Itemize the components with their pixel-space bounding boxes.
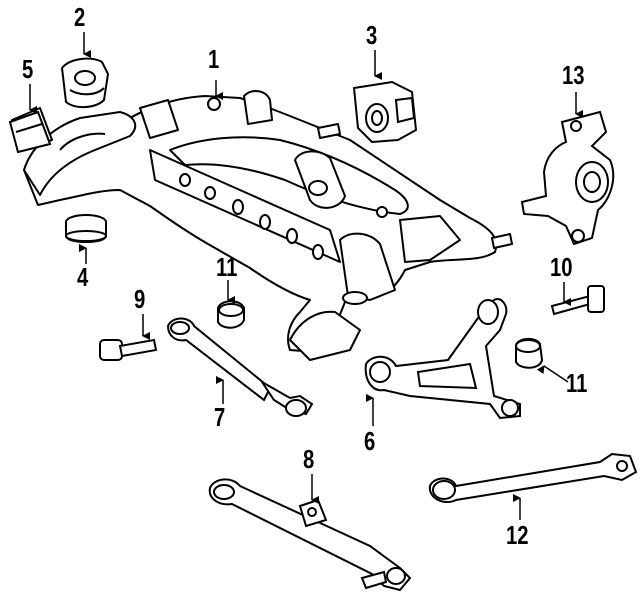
callout-7: 7 xyxy=(214,402,226,432)
callout-9: 9 xyxy=(134,284,146,314)
part-4-bumper xyxy=(65,214,107,243)
callout-11-right: 11 xyxy=(566,368,588,398)
part-8-trailing-arm xyxy=(208,478,412,592)
callout-4: 4 xyxy=(77,262,89,292)
callout-10: 10 xyxy=(550,252,573,282)
callout-5: 5 xyxy=(22,54,34,84)
callout-3: 3 xyxy=(366,20,378,50)
part-3-bracket xyxy=(352,80,418,144)
part-12-link xyxy=(428,452,638,504)
callout-13: 13 xyxy=(562,60,585,90)
part-11-bushing-left xyxy=(217,300,245,329)
part-10-bolt xyxy=(550,285,605,316)
callout-2: 2 xyxy=(74,2,86,32)
callout-6: 6 xyxy=(364,426,376,456)
part-5-pad xyxy=(8,110,52,154)
callout-1: 1 xyxy=(208,44,220,74)
part-9-bolt xyxy=(99,338,158,361)
callout-8: 8 xyxy=(303,444,315,474)
part-7-link xyxy=(166,317,314,417)
part-13-knuckle xyxy=(520,110,615,246)
part-6-control-arm xyxy=(364,298,521,420)
part-2-mount xyxy=(60,57,110,108)
callout-11-left: 11 xyxy=(216,252,238,282)
leader-lines xyxy=(29,32,583,520)
callout-12: 12 xyxy=(506,520,529,550)
part-11-bushing-right xyxy=(515,338,544,369)
part-1-crossmember xyxy=(11,90,513,361)
